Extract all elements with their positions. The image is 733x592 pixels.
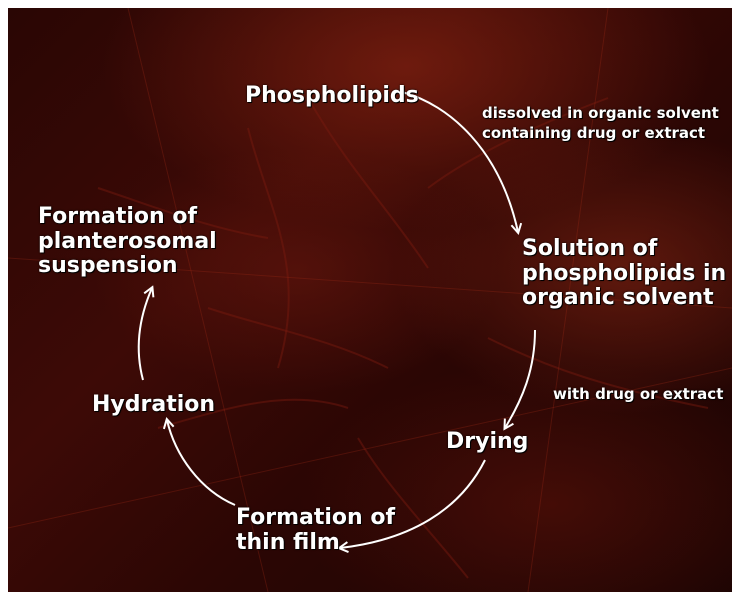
node-hydration: Hydration [92,393,215,418]
node-thin-film: Formation of thin film [236,506,395,555]
node-solution: Solution of phospholipids in organic sol… [522,237,726,311]
annotation-with-drug: with drug or extract [553,385,723,405]
node-drying: Drying [446,430,528,455]
arrow-thin-film-to-hydration [167,420,235,505]
arrow-solution-to-drying [505,330,535,428]
node-phospholipids: Phospholipids [245,84,419,109]
annotation-dissolved: dissolved in organic solvent containing … [482,104,719,143]
node-suspension: Formation of planterosomal suspension [38,205,217,279]
arrow-hydration-to-suspension [139,288,152,380]
